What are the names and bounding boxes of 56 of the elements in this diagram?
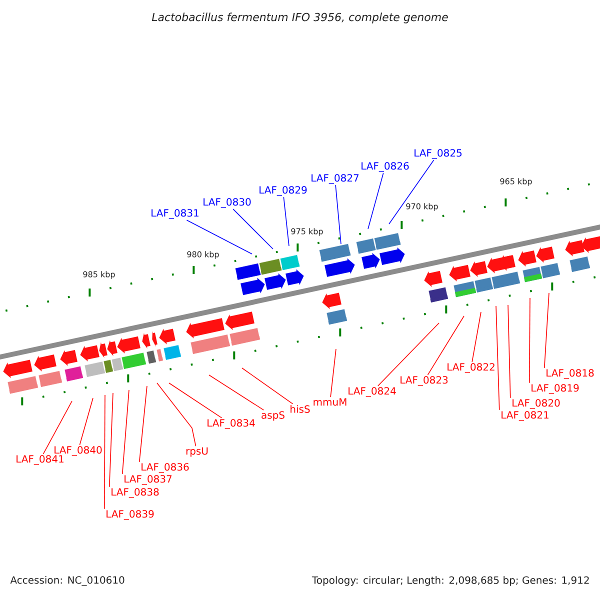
gene-label: rpsU <box>186 447 208 457</box>
gene-label: aspS <box>262 411 284 421</box>
scale-label: 980 kbp <box>187 251 219 259</box>
leader-line <box>242 368 294 404</box>
leader-line <box>368 172 384 230</box>
leader-line <box>528 298 530 384</box>
leader-line <box>283 196 290 246</box>
title: Lactobacillus fermentum IFO 3956, complete genome <box>152 12 448 24</box>
gene-label: hisS <box>290 405 310 413</box>
leader-line <box>388 160 434 224</box>
gene-label: LAF_0820 <box>512 399 560 409</box>
gene-label: LAF_0836 <box>142 463 189 473</box>
scale-label: 965 kbp <box>500 178 532 186</box>
scale-label: 985 kbp <box>83 271 115 279</box>
gene-label: LAF_0819 <box>532 384 579 394</box>
leader-line <box>496 306 500 410</box>
leader-line <box>104 394 106 510</box>
gene-label: LAF_0831 <box>152 209 198 219</box>
leader-line <box>472 312 482 362</box>
gene-label: LAF_0829 <box>260 186 307 196</box>
leader-line <box>108 392 114 488</box>
leader-line <box>544 292 550 368</box>
gene-label: LAF_0825 <box>414 149 462 159</box>
leader-line <box>427 316 464 376</box>
gene-label: LAF_0839 <box>106 510 154 520</box>
gene-label: LAF_0840 <box>54 446 102 456</box>
gene-label: LAF_0823 <box>400 376 448 386</box>
leader-line <box>79 398 94 446</box>
leader-line <box>168 382 222 418</box>
leader-line <box>335 184 342 244</box>
leader-line <box>138 386 148 462</box>
scale-label: 970 kbp <box>406 203 438 211</box>
leader-line <box>122 390 130 474</box>
gene-label: LAF_0822 <box>448 363 494 373</box>
gene-label: LAF_0827 <box>312 174 359 184</box>
scale-label: 975 kbp <box>291 228 323 236</box>
gene-label: LAF_0821 <box>502 411 548 421</box>
gene-label: LAF_0837 <box>124 475 172 485</box>
accession-text: Accession: NC_010610 <box>10 576 124 586</box>
gene-label: LAF_0826 <box>362 162 409 172</box>
gene-label: LAF_0818 <box>546 369 594 379</box>
leader-line <box>208 374 264 410</box>
gene-label: mmuM <box>314 398 346 406</box>
leader-line <box>378 322 440 386</box>
leader-line <box>186 220 252 254</box>
leader-line <box>156 382 196 447</box>
leader-line <box>330 348 336 398</box>
gene-label: LAF_0824 <box>348 387 396 397</box>
genome-info-text: Topology: circular; Length: 2,098,685 bp; Genes: 1,912 <box>312 576 589 586</box>
leader-line <box>232 208 274 250</box>
gene-label: LAF_0838 <box>112 488 159 498</box>
leader-line <box>42 400 72 454</box>
leader-line <box>508 304 511 398</box>
gene-label: LAF_0841 <box>16 455 64 465</box>
gene-label: LAF_0830 <box>204 198 251 208</box>
gene-label: LAF_0834 <box>208 419 255 429</box>
